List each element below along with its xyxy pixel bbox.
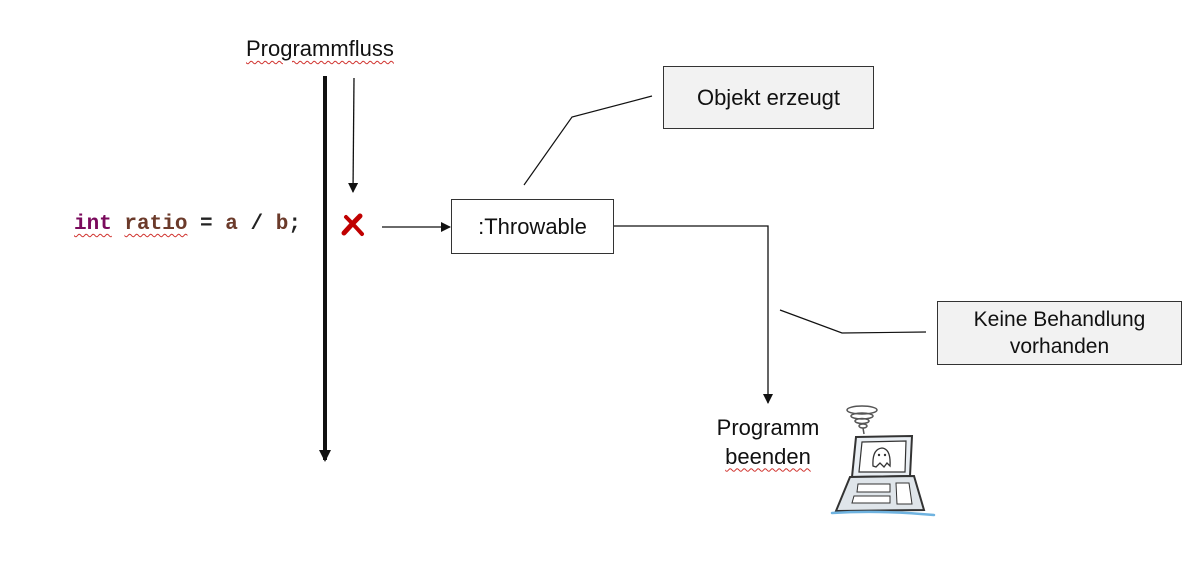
throwable-label: :Throwable [478,213,587,239]
code-operand-a: a [225,213,238,236]
code-line: int ratio = a / b; [74,213,301,236]
object-created-box: Objekt erzeugt [663,66,874,129]
object-created-label: Objekt erzeugt [696,84,841,110]
end-program-line1: Programm [716,415,820,440]
code-equals: = [200,213,213,236]
error-x-icon [341,213,364,236]
no-handler-line1: Keine Behandlung [973,307,1146,331]
no-handler-box: Keine Behandlung vorhanden [937,301,1182,365]
haunted-laptop-icon [830,405,936,517]
flow-to-error-arrow [348,77,359,193]
end-program-line2: beenden [725,443,811,469]
no-handler-line2: vorhanden [1009,335,1110,358]
program-flow-title: Programmfluss [246,36,394,61]
code-semicolon: ; [288,213,301,236]
created-callout-line [523,95,653,186]
no-handler-callout-line [779,309,927,334]
throwable-to-end-arrow [614,225,773,404]
code-variable: ratio [124,213,188,236]
code-slash: / [250,213,264,236]
code-operand-b: b [275,213,289,236]
throwable-box: :Throwable [451,199,614,254]
code-keyword: int [74,213,112,236]
end-program-label: Programm beenden [696,414,840,471]
